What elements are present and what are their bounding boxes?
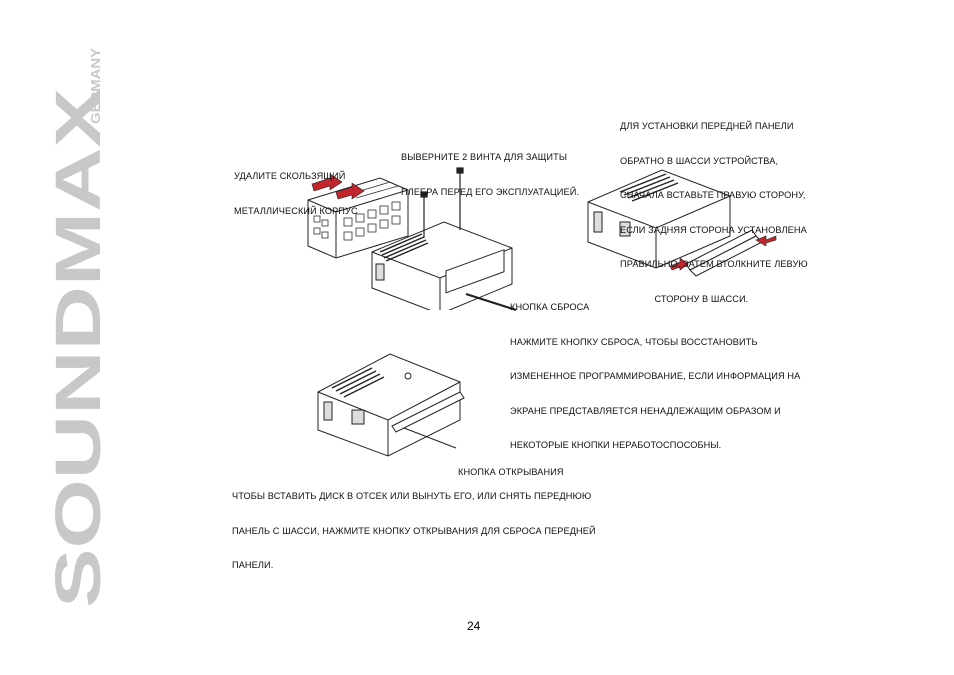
open-button-label: КНОПКА ОТКРЫВАНИЯ (458, 467, 564, 477)
front-panel-illustration (391, 391, 465, 433)
chassis-illustration (317, 353, 461, 457)
eject-label: ЧТОБЫ ВСТАВИТЬ ДИСК В ОТСЕК ИЛИ ВЫНУТЬ Е… (232, 491, 596, 570)
figure-case-removal (307, 167, 513, 310)
figure-panel-installation (587, 169, 777, 277)
screws-label: ВЫВЕРНИТЕ 2 ВИНТА ДЛЯ ЗАЩИТЫ ПЛЕЕРА ПЕРЕ… (401, 152, 580, 197)
remove-case-label: УДАЛИТЕ СКОЛЬЗЯЩИЙ МЕТАЛЛИЧЕСКИЙ КОРПУС (234, 171, 358, 216)
screw-icon (420, 167, 464, 238)
insert-arrow-icon (669, 235, 777, 271)
brand-watermark: SOUNDMAX GERMANY (0, 0, 110, 675)
reset-label: КНОПКА СБРОСА НАЖМИТЕ КНОПКУ СБРОСА, ЧТО… (510, 302, 801, 450)
panel-install-label: ДЛЯ УСТАНОВКИ ПЕРЕДНЕЙ ПАНЕЛИ ОБРАТНО В … (620, 121, 808, 304)
player-chassis-illustration (371, 221, 513, 310)
remove-arrow-icon (311, 173, 365, 200)
page-number: 24 (467, 619, 481, 633)
brand-sub: GERMANY (88, 48, 103, 124)
chassis-illustration (587, 169, 731, 269)
brand-name: SOUNDMAX (42, 88, 110, 608)
metal-case-illustration (307, 177, 409, 259)
figure-open-button (317, 353, 465, 457)
front-panel-illustration (685, 229, 763, 277)
